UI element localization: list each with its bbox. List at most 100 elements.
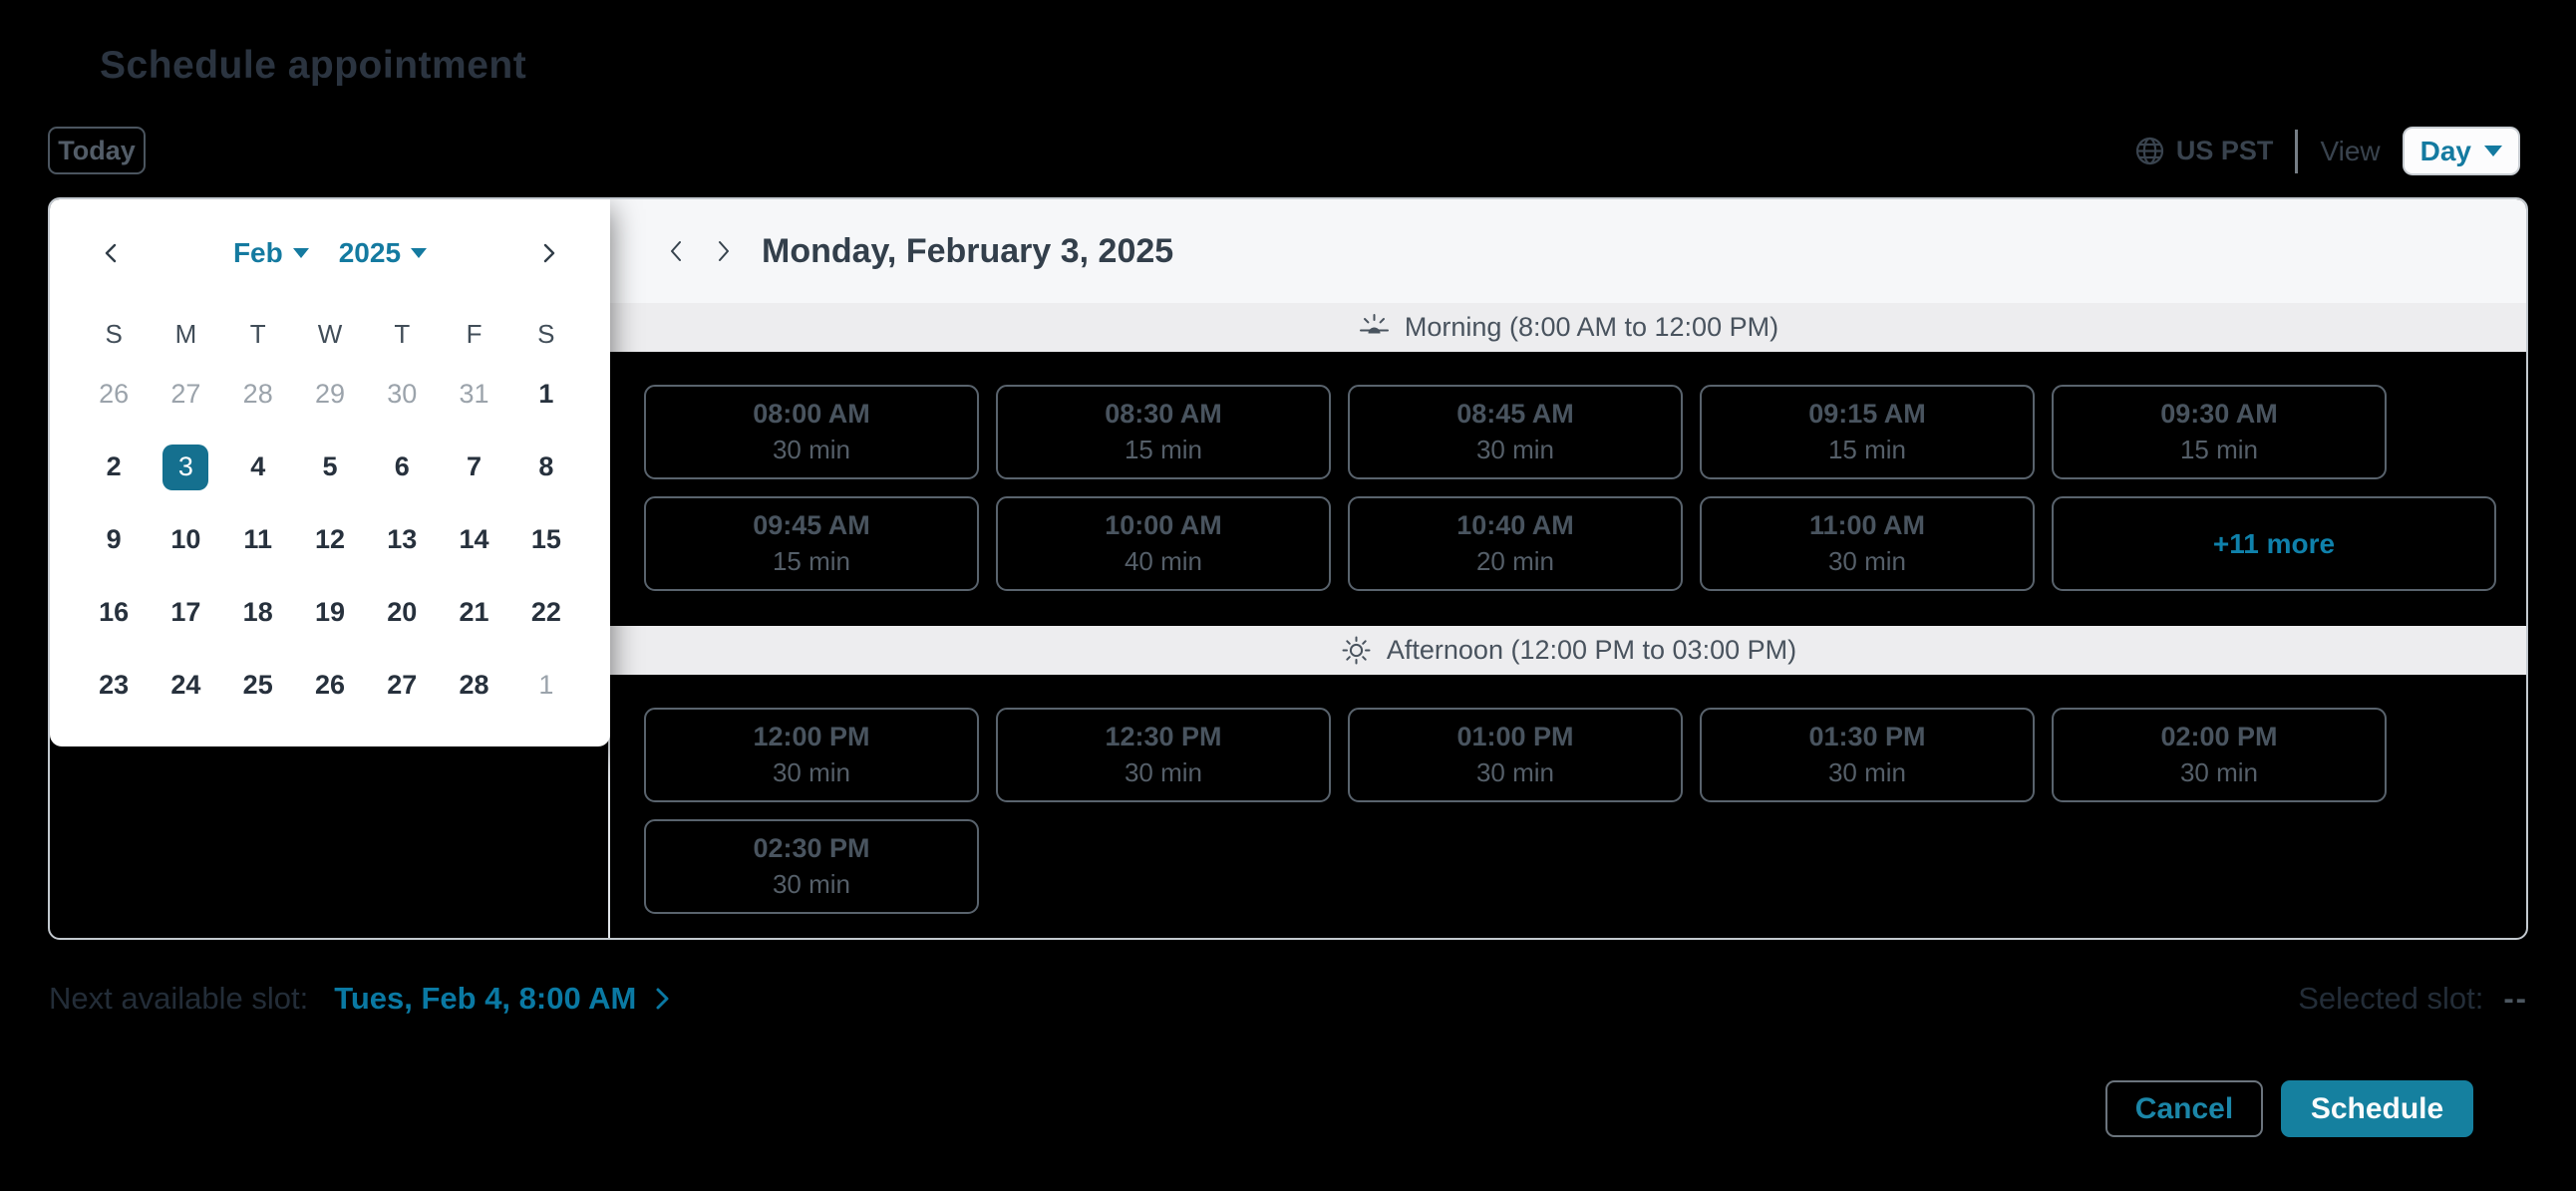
slot-time: 08:45 AM <box>1456 399 1574 429</box>
calendar-day[interactable]: 23 <box>78 649 150 722</box>
calendar-day[interactable]: 11 <box>222 503 294 576</box>
calendar-day[interactable]: 12 <box>294 503 366 576</box>
calendar-day[interactable]: 28 <box>222 358 294 431</box>
calendar-day[interactable]: 26 <box>78 358 150 431</box>
calendar-day-number: 28 <box>459 670 489 700</box>
calendar-day-number: 28 <box>242 379 273 409</box>
slot-duration: 30 min <box>1475 757 1555 787</box>
view-label: View <box>2320 135 2381 166</box>
calendar-day[interactable]: 27 <box>150 358 221 431</box>
slot-duration: 15 min <box>772 546 851 576</box>
calendar-day[interactable]: 14 <box>438 503 509 576</box>
calendar-day[interactable]: 24 <box>150 649 221 722</box>
calendar-day[interactable]: 16 <box>78 576 150 649</box>
schedule-button[interactable]: Schedule <box>2281 1080 2473 1137</box>
toolbar-divider <box>2295 129 2299 173</box>
weekday-label: T <box>394 319 411 349</box>
calendar-day[interactable]: 1 <box>510 649 582 722</box>
calendar-day[interactable]: 19 <box>294 576 366 649</box>
calendar-day-number: 19 <box>314 597 345 627</box>
calendar-day[interactable]: 4 <box>222 431 294 503</box>
calendar-day-number: 11 <box>243 524 272 554</box>
calendar-day[interactable]: 21 <box>438 576 509 649</box>
slot-duration: 30 min <box>1827 546 1907 576</box>
cancel-button[interactable]: Cancel <box>2105 1080 2263 1137</box>
calendar-day[interactable]: 2 <box>78 431 150 503</box>
slot-time: 08:00 AM <box>753 399 870 429</box>
calendar-day[interactable]: 1 <box>510 358 582 431</box>
sun-section-header: Afternoon (12:00 PM to 03:00 PM) <box>610 626 2526 675</box>
calendar-day[interactable]: 5 <box>294 431 366 503</box>
calendar-day[interactable]: 30 <box>366 358 438 431</box>
slot-duration: 15 min <box>2179 435 2259 464</box>
prev-day-button[interactable] <box>654 228 700 274</box>
calendar-day[interactable]: 28 <box>438 649 509 722</box>
next-available-label: Next available slot: <box>49 981 309 1016</box>
calendar-day[interactable]: 31 <box>438 358 509 431</box>
calendar-day[interactable]: 13 <box>366 503 438 576</box>
calendar-day-number: 6 <box>394 451 410 481</box>
slot-duration: 30 min <box>772 757 851 787</box>
calendar-day[interactable]: 22 <box>510 576 582 649</box>
calendar-day[interactable]: 6 <box>366 431 438 503</box>
next-day-button[interactable] <box>700 228 746 274</box>
view-dropdown-value: Day <box>2419 135 2471 166</box>
calendar-day[interactable]: 27 <box>366 649 438 722</box>
calendar-day[interactable]: 26 <box>294 649 366 722</box>
calendar-day[interactable]: 9 <box>78 503 150 576</box>
slot-time: 02:00 PM <box>2160 722 2278 751</box>
calendar-day[interactable]: 10 <box>150 503 221 576</box>
calendar-day[interactable]: 29 <box>294 358 366 431</box>
calendar-next-month-button[interactable] <box>530 235 566 271</box>
calendar-day[interactable]: 18 <box>222 576 294 649</box>
calendar-day[interactable]: 8 <box>510 431 582 503</box>
more-slots-button[interactable]: +11 more <box>2052 496 2496 591</box>
calendar-day-number: 18 <box>242 597 273 627</box>
view-dropdown[interactable]: Day <box>2402 127 2520 175</box>
weekday-label: F <box>466 319 483 349</box>
slot-duration: 30 min <box>772 869 851 899</box>
calendar-day-number: 15 <box>530 524 561 554</box>
calendar-day-number: 4 <box>250 451 266 481</box>
next-available-link[interactable]: Tues, Feb 4, 8:00 AM <box>334 981 674 1017</box>
calendar-day-selected[interactable]: 3 <box>150 431 221 503</box>
calendar-day-number: 14 <box>459 524 489 554</box>
calendar-day[interactable]: 25 <box>222 649 294 722</box>
calendar-day[interactable]: 17 <box>150 576 221 649</box>
calendar-prev-month-button[interactable] <box>94 235 130 271</box>
slot-duration: 15 min <box>1124 435 1203 464</box>
selected-slot-value: -- <box>2503 981 2528 1016</box>
slot-time: 10:40 AM <box>1456 510 1574 540</box>
calendar-day[interactable]: 7 <box>438 431 509 503</box>
year-select[interactable]: 2025 <box>338 237 428 269</box>
calendar-day-number: 1 <box>538 670 554 700</box>
slot-time: 12:30 PM <box>1105 722 1222 751</box>
today-button[interactable]: Today <box>48 127 146 174</box>
calendar-day-number: 5 <box>322 451 338 481</box>
calendar-day[interactable]: 20 <box>366 576 438 649</box>
calendar-day[interactable]: 15 <box>510 503 582 576</box>
year-select-value: 2025 <box>338 237 402 268</box>
day-title: Monday, February 3, 2025 <box>762 231 1174 270</box>
month-select[interactable]: Feb <box>233 237 309 269</box>
